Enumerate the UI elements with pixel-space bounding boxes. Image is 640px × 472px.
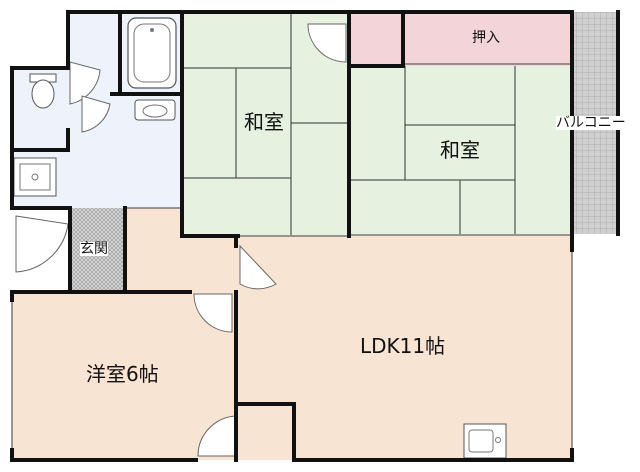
toilet-bowl — [31, 79, 55, 109]
room-label-genkan: 玄関 — [80, 241, 108, 257]
washbasin — [134, 99, 176, 121]
room-label-yoshitsu: 洋室6帖 — [86, 362, 159, 386]
door-entrance — [15, 215, 69, 273]
laundry-pan-inner — [19, 163, 51, 191]
tatami-lines-right — [349, 66, 516, 234]
door-washitsu — [307, 23, 347, 63]
laundry-drain — [31, 173, 39, 181]
door-swings — [15, 23, 347, 457]
tatami-lines-left — [181, 12, 349, 235]
washbasin-bowl — [142, 104, 168, 118]
door-bath — [81, 95, 111, 133]
kitchen-faucet — [495, 437, 501, 443]
bathtub-inner — [133, 23, 171, 83]
kitchen-sink — [468, 429, 494, 453]
kitchen-counter — [463, 423, 507, 459]
bathtub-drain — [150, 28, 154, 32]
room-label-balcony: バルコニー — [556, 115, 626, 131]
room-label-oshiire: 押入 — [472, 30, 500, 46]
yoshitsu-floor — [12, 292, 238, 460]
door-ldk — [239, 244, 277, 290]
door-toilet — [69, 61, 101, 105]
door-yoshitsu — [193, 293, 233, 333]
oshiire-floor — [403, 12, 572, 66]
room-label-washitsu-right: 和室 — [440, 138, 480, 162]
closet-small — [349, 12, 403, 66]
room-label-washitsu-left: 和室 — [244, 110, 284, 134]
room-label-ldk: LDK11帖 — [360, 334, 446, 358]
